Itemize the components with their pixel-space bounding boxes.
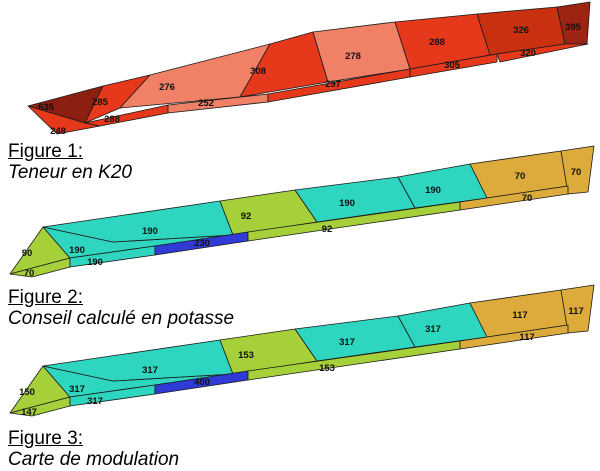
figure-2-zone-12-label: 70 [522,193,533,204]
figure1-caption-subtitle: Teneur en K20 [8,162,132,183]
figure-1-zone-13-label: 320 [520,48,536,59]
figure-2-zone-9-label: 190 [87,257,103,268]
figure-3-zone-7 [560,284,595,334]
figure-2-zone-10-label: 230 [194,238,210,249]
figure3-caption-subtitle: Carte de modulation [8,449,180,470]
figure2-caption-title: Figure 2: [8,287,83,308]
figure-3-zone-2-label: 317 [142,365,158,376]
figure-3-zone-1-label: 317 [69,384,85,395]
figure-3-zone-10-label: 400 [194,377,210,388]
figure3-caption-title: Figure 3: [8,428,83,449]
figure-1-zone-3-label: 308 [250,66,266,77]
figure-1-zone-12-label: 305 [444,60,461,71]
figure-3-zone-0-label: 150 [19,387,35,398]
figure-2-zone-0-label: 90 [22,248,33,259]
figure-2-zone-4-label: 190 [339,198,355,209]
figure-2-zone-8-label: 70 [24,268,35,279]
figure-1-zone-6-label: 326 [513,25,529,36]
figure-2-zone-2-label: 190 [142,226,158,237]
figure-2-zone-6-label: 70 [515,171,526,182]
figure-2-zone-12 [459,185,569,211]
figure-2-zone-5-label: 190 [425,185,441,196]
figure1-caption: Figure 1: Teneur en K20 [8,141,132,183]
figure2-caption-subtitle: Conseil calculé en potasse [8,308,235,329]
figure2-caption: Figure 2: Conseil calculé en potasse [8,287,234,329]
figure-3-zone-12-label: 117 [519,332,534,343]
figure-1-zone-9-label: 288 [104,114,120,125]
figure-1-zone-13 [496,43,589,63]
figure1-caption-title: Figure 1: [8,141,83,162]
figure-3-zone-12 [459,324,569,350]
figure-2-zone-11-label: 92 [322,224,333,235]
figure-1-zone-0-label: 635 [38,102,55,113]
figure3-caption: Figure 3: Carte de modulation [8,428,179,470]
figure-1-map: 635 285 276 308 278 288 326 395 248 288 252 297 305 3… [27,1,591,137]
figure-3-zone-5-label: 317 [425,324,441,335]
figure-1-zone-2-label: 276 [159,82,175,93]
figure-2-zone-7-label: 70 [571,167,582,178]
figure-3-zone-9-label: 317 [87,396,103,407]
figure-3-zone-6-label: 117 [512,310,527,321]
figure-2-zone-3-label: 92 [241,211,252,222]
figure-1-zone-10-label: 252 [198,98,214,109]
figure-3-zone-8-label: 147 [21,407,37,418]
figure-1-zone-1-label: 285 [92,97,109,108]
figure-3-zone-3-label: 153 [238,350,254,361]
figure-1-zone-8-label: 248 [50,126,66,137]
figure-3-zone-11-label: 153 [319,363,335,374]
figure-3-zone-4-label: 317 [339,337,355,348]
figure-1-zone-12 [409,53,498,78]
figure-2-zone-7 [560,145,595,195]
figure-1-zone-5-label: 288 [429,37,445,48]
figure-1-zone-7-label: 395 [565,22,582,33]
figure-2-zone-1-label: 190 [69,245,85,256]
figure-1-zone-11-label: 297 [325,79,341,90]
figure-3-zone-7-label: 117 [568,306,583,317]
figure-1-zone-4-label: 278 [345,51,361,62]
